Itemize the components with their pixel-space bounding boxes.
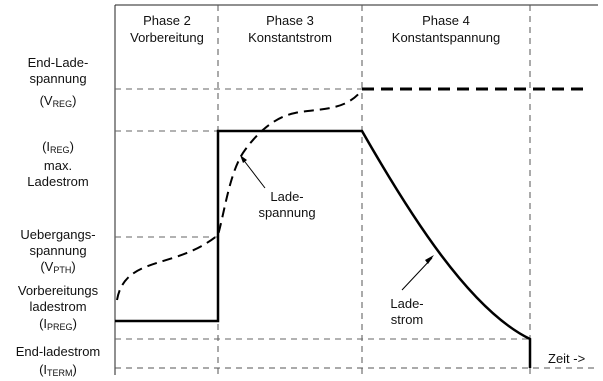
charging-voltage-curve <box>116 89 363 301</box>
annotation-ladespannung: Lade- spannung <box>258 189 316 220</box>
phase-4-header: Phase 4 Konstantspannung <box>364 12 528 46</box>
arrow-ladestrom <box>401 255 434 291</box>
label-end-ladespannung: End-Lade- spannung <box>27 55 89 86</box>
phase-4-subtitle: Konstantspannung <box>391 30 501 45</box>
arrow-ladespannung <box>240 155 266 189</box>
label-ireg: (IREG) <box>42 139 74 155</box>
x-axis-label: Zeit -> <box>548 351 586 366</box>
label-end-ladestrom: End-ladestrom <box>15 344 101 359</box>
charging-current-curve <box>115 129 532 368</box>
label-iterm: (ITERM) <box>39 362 77 378</box>
phase-3-header: Phase 3 Konstantstrom <box>220 12 360 46</box>
label-max-ladestrom: max. Ladestrom <box>27 158 89 189</box>
label-vreg: (VREG) <box>39 93 77 109</box>
label-vpth: (VPTH) <box>40 259 76 275</box>
label-uebergangsspannung: Uebergangs- spannung <box>20 227 96 258</box>
phase-3-title: Phase 3 <box>266 13 314 28</box>
label-ipreg: (IPREG) <box>39 316 77 332</box>
phase-2-subtitle: Vorbereitung <box>130 30 204 45</box>
annotation-ladestrom: Lade- strom <box>390 296 424 327</box>
phase-2-header: Phase 2 Vorbereitung <box>118 12 216 46</box>
phase-4-title: Phase 4 <box>422 13 470 28</box>
phase-3-subtitle: Konstantstrom <box>248 30 332 45</box>
label-vorbereitungsladestrom: Vorbereitungs ladestrom <box>17 283 99 314</box>
phase-2-title: Phase 2 <box>143 13 191 28</box>
